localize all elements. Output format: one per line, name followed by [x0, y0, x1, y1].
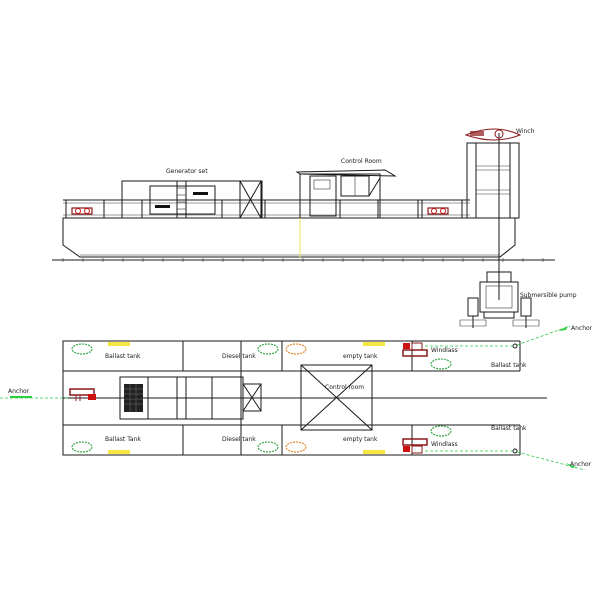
diesel-tank-label: Diesel tank [222, 436, 256, 443]
windlass-bottom: Windlass [402, 438, 458, 454]
plan-view: Ballast tank Diesel tank empty tank Ball… [0, 325, 593, 471]
hull-outline [62, 217, 516, 258]
anchor-arrow-top-right [558, 326, 568, 331]
ballast-tank-label: Ballast tank [491, 362, 527, 369]
winch-label: Winch [516, 128, 535, 135]
manholes [71, 343, 452, 453]
deck-railing [63, 199, 470, 218]
side-deck-winch-left [71, 207, 93, 215]
submersible-pump-label: Submersible pump [520, 292, 577, 299]
fairlead-top [512, 343, 518, 349]
anchor-label: Anchor [570, 461, 592, 468]
windlass-label: Windlass [431, 441, 458, 448]
anchor-arrow-bottom-right [566, 463, 576, 468]
windlass-top: Windlass [402, 342, 458, 357]
windlass-label: Windlass [431, 347, 458, 354]
winch-tower: Winch [464, 128, 535, 300]
anchor-label: Anchor [571, 325, 593, 332]
generator-set-label: Generator set [166, 168, 208, 175]
control-room-plan-label: Control room [325, 384, 364, 391]
side-elevation-view: Generator set Control Room [52, 128, 577, 328]
anchor-arrow-left [10, 396, 32, 398]
ballast-tank-label: Ballast Tank [105, 436, 141, 443]
empty-tank-label: empty tank [343, 436, 378, 443]
control-room-label: Control Room [341, 158, 382, 165]
empty-tank-label: empty tank [343, 353, 378, 360]
diesel-tank-label: Diesel tank [222, 353, 256, 360]
side-deck-winch-right [427, 207, 449, 215]
ballast-tank-label: Ballast tank [491, 425, 527, 432]
control-room-cabin: Control Room [295, 158, 397, 219]
generator-set: Generator set [121, 168, 263, 219]
ballast-tank-label: Ballast tank [105, 353, 141, 360]
frame-scale-side [52, 258, 555, 262]
submersible-pump: Submersible pump [459, 271, 577, 328]
anchor-label: Anchor [8, 388, 30, 395]
fairlead-bottom [512, 448, 518, 454]
windlass-bow [69, 388, 96, 401]
deck-hatches [108, 342, 385, 454]
